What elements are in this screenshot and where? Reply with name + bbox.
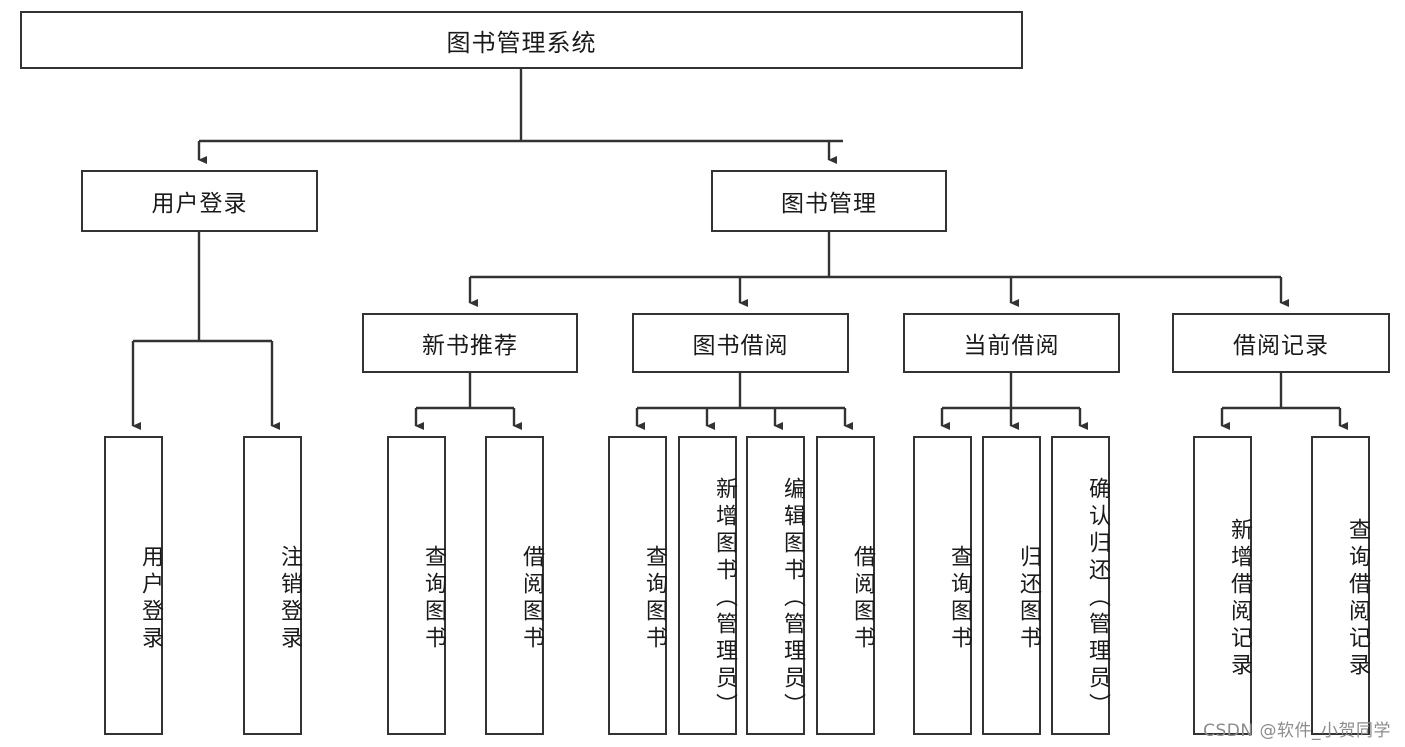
node-label: 确认归还（管理员）	[1085, 477, 1110, 720]
leaf-current-borrow-return-book[interactable]: 归还图书	[982, 436, 1041, 735]
leaf-new-book-borrow-book[interactable]: 借阅图书	[485, 436, 544, 735]
node-label: 查询图书	[421, 544, 446, 653]
node-label: 注销登录	[277, 544, 302, 653]
leaf-book-borrow-edit-book-admin[interactable]: 编辑图书（管理员）	[746, 436, 805, 735]
node-book-borrow[interactable]: 图书借阅	[632, 313, 849, 373]
node-book-management[interactable]: 图书管理	[711, 170, 947, 232]
leaf-book-borrow-query-book[interactable]: 查询图书	[608, 436, 667, 735]
node-root-book-management-system[interactable]: 图书管理系统	[20, 11, 1023, 69]
leaf-new-book-query-book[interactable]: 查询图书	[387, 436, 446, 735]
node-current-borrow[interactable]: 当前借阅	[903, 313, 1120, 373]
node-label: 当前借阅	[963, 333, 1060, 359]
node-label: 图书管理	[781, 191, 877, 217]
node-label: 用户登录	[138, 544, 163, 653]
leaf-user-login-logout[interactable]: 注销登录	[243, 436, 302, 735]
leaf-user-login-login[interactable]: 用户登录	[104, 436, 163, 735]
leaf-borrow-record-query-record[interactable]: 查询借阅记录	[1311, 436, 1370, 735]
node-user-login[interactable]: 用户登录	[81, 170, 318, 232]
node-label: 归还图书	[1016, 544, 1041, 653]
node-label: 借阅图书	[850, 544, 875, 653]
leaf-borrow-record-add-record[interactable]: 新增借阅记录	[1193, 436, 1252, 735]
node-label: 新增借阅记录	[1227, 517, 1252, 680]
node-label: 编辑图书（管理员）	[780, 477, 805, 720]
node-borrow-record[interactable]: 借阅记录	[1172, 313, 1390, 373]
leaf-current-borrow-confirm-return-admin[interactable]: 确认归还（管理员）	[1051, 436, 1110, 735]
node-new-book-recommend[interactable]: 新书推荐	[362, 313, 578, 373]
node-label: 查询借阅记录	[1345, 517, 1370, 680]
node-label: 图书管理系统	[446, 28, 597, 57]
leaf-book-borrow-borrow-book[interactable]: 借阅图书	[816, 436, 875, 735]
node-label: 借阅图书	[519, 544, 544, 653]
csdn-watermark: CSDN @软件_小贺同学	[1203, 721, 1391, 741]
node-label: 查询图书	[642, 544, 667, 653]
node-label: 查询图书	[947, 544, 972, 653]
node-label: 图书借阅	[692, 333, 789, 359]
node-label: 借阅记录	[1233, 333, 1329, 359]
node-label: 用户登录	[151, 191, 248, 217]
node-label: 新增图书（管理员）	[712, 477, 737, 720]
node-label: 新书推荐	[422, 333, 518, 359]
leaf-book-borrow-add-book-admin[interactable]: 新增图书（管理员）	[678, 436, 737, 735]
leaf-current-borrow-query-book[interactable]: 查询图书	[913, 436, 972, 735]
